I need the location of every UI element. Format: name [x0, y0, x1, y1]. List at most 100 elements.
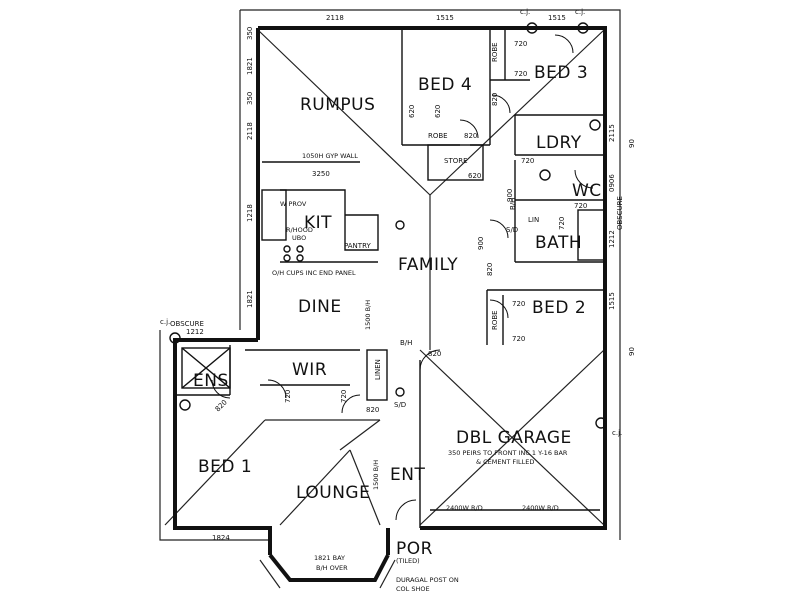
smoke-detector-icon	[395, 387, 405, 397]
room-wir: WIR	[292, 360, 327, 380]
dimensions: 2118 1515 1515 350 1821 350 2118 1218 18…	[186, 14, 636, 542]
fixtures	[169, 22, 607, 429]
label-pantry: PANTRY	[344, 242, 371, 250]
room-por: POR	[396, 539, 433, 559]
note-roller-door: 2400W R/D	[446, 504, 483, 512]
room-lounge: LOUNGE	[296, 483, 370, 503]
dim-1824: 1824	[212, 534, 230, 542]
note-gyp-wall: 1050H GYP WALL	[302, 152, 358, 160]
dim-right: 90	[628, 347, 636, 356]
note-bh1500: 1500 B/H	[364, 300, 372, 330]
dim-right: 2115	[608, 124, 616, 142]
dim-door: 720	[521, 157, 534, 165]
label-sd: S/D	[506, 226, 518, 234]
label-cj: c.j.	[520, 8, 530, 16]
note-garage-2: & CEMENT FILLED	[476, 458, 534, 466]
label-cj: c.j.	[160, 318, 170, 326]
room-bed2: BED 2	[532, 298, 586, 318]
label-cj: c.j.	[612, 429, 622, 437]
dim-door: 720	[514, 40, 527, 48]
dim-door: 900	[506, 189, 514, 202]
room-garage: DBL GARAGE	[456, 428, 572, 448]
dim-left: 350	[246, 27, 254, 40]
note-hood: R/HOOD	[286, 226, 313, 234]
dim-right: 90	[628, 139, 636, 148]
note-post: DURAGAL POST ON	[396, 576, 459, 584]
label-linen: LINEN	[374, 359, 382, 380]
dim-top: 1515	[548, 14, 566, 22]
label-sd: S/D	[394, 401, 406, 409]
basin-icon	[539, 169, 551, 181]
dim-door: 720	[512, 300, 525, 308]
label-cj: c.j.	[575, 8, 585, 16]
interior-walls	[175, 30, 605, 528]
note-tiled: (TILED)	[396, 557, 420, 565]
dim-door: 720	[340, 390, 348, 403]
dim-door: 820	[491, 93, 499, 106]
note-col-shoe: COL SHOE	[396, 585, 430, 593]
dim-door: 620	[434, 105, 442, 118]
cooktop-icon	[283, 254, 291, 262]
dim-door: 620	[408, 105, 416, 118]
dim-door: 820	[428, 350, 441, 358]
dim-left: 1218	[246, 204, 254, 222]
roof-lines	[159, 9, 621, 589]
dim-door: 720	[514, 70, 527, 78]
room-bed4: BED 4	[418, 75, 472, 95]
label-robe: ROBE	[428, 132, 448, 140]
dim-left: 1821	[246, 57, 254, 75]
room-wc: WC	[572, 181, 602, 201]
dim-door: 720	[512, 335, 525, 343]
room-labels: RUMPUS BED 4 BED 3 LDRY WC BATH KIT FAMI…	[193, 63, 602, 559]
label-lin: LIN	[528, 216, 539, 224]
dim-left: 350	[246, 92, 254, 105]
note-ubo: UBO	[292, 234, 306, 242]
dim-door: 620	[468, 172, 481, 180]
label-robe: ROBE	[491, 310, 499, 330]
dim-door: 820	[366, 406, 379, 414]
note-bay: 1821 BAY	[314, 554, 345, 562]
note-bay-bh: B/H OVER	[316, 564, 348, 572]
dim-door: 720	[284, 390, 292, 403]
dim-door: 720	[558, 217, 566, 230]
control-joint-icon	[169, 332, 181, 344]
room-bath: BATH	[535, 233, 582, 253]
exterior-walls	[173, 26, 607, 582]
dim-left: 2118	[246, 122, 254, 140]
control-joint-icon	[526, 22, 538, 34]
plan-notes: 1050H GYP WALL W PROV R/HOOD UBO O/H CUP…	[272, 152, 568, 593]
dim-top: 2118	[326, 14, 344, 22]
label-store: STORE	[444, 157, 468, 165]
dim-door: 720	[574, 202, 587, 210]
vanity-basin-icon	[179, 399, 191, 411]
label-obscure: OBSCURE	[616, 196, 624, 230]
dim-left: 1821	[246, 290, 254, 308]
dim-3250: 3250	[312, 170, 330, 178]
room-ent: ENT	[390, 465, 425, 485]
room-dine: DINE	[298, 297, 342, 317]
label-bh: B/H	[509, 198, 517, 210]
room-ldry: LDRY	[536, 133, 582, 153]
cooktop-icon	[296, 254, 304, 262]
room-family: FAMILY	[398, 255, 458, 275]
note-wprov: W PROV	[280, 200, 307, 208]
dim-door: 820	[464, 132, 477, 140]
control-joint-icon	[577, 22, 589, 34]
control-joint-icon	[595, 417, 607, 429]
smoke-detector-icon	[395, 220, 405, 230]
room-ens: ENS	[193, 371, 229, 391]
room-rumpus: RUMPUS	[300, 95, 375, 115]
label-robe: ROBE	[491, 42, 499, 62]
note-garage-1: 350 PEIRS TO FRONT INC 1 Y-16 BAR	[448, 449, 568, 457]
dim-right: 1212	[608, 230, 616, 248]
note-bh1500: 1500 B/H	[372, 460, 380, 490]
note-roller-door: 2400W R/D	[522, 504, 559, 512]
room-kit: KIT	[304, 213, 332, 233]
dim-right: 0906	[608, 174, 616, 192]
note-cups: O/H CUPS INC END PANEL	[272, 269, 356, 277]
shower-icon	[181, 347, 231, 389]
room-bed1: BED 1	[198, 457, 252, 477]
room-bed3: BED 3	[534, 63, 588, 83]
dim-top: 1515	[436, 14, 454, 22]
